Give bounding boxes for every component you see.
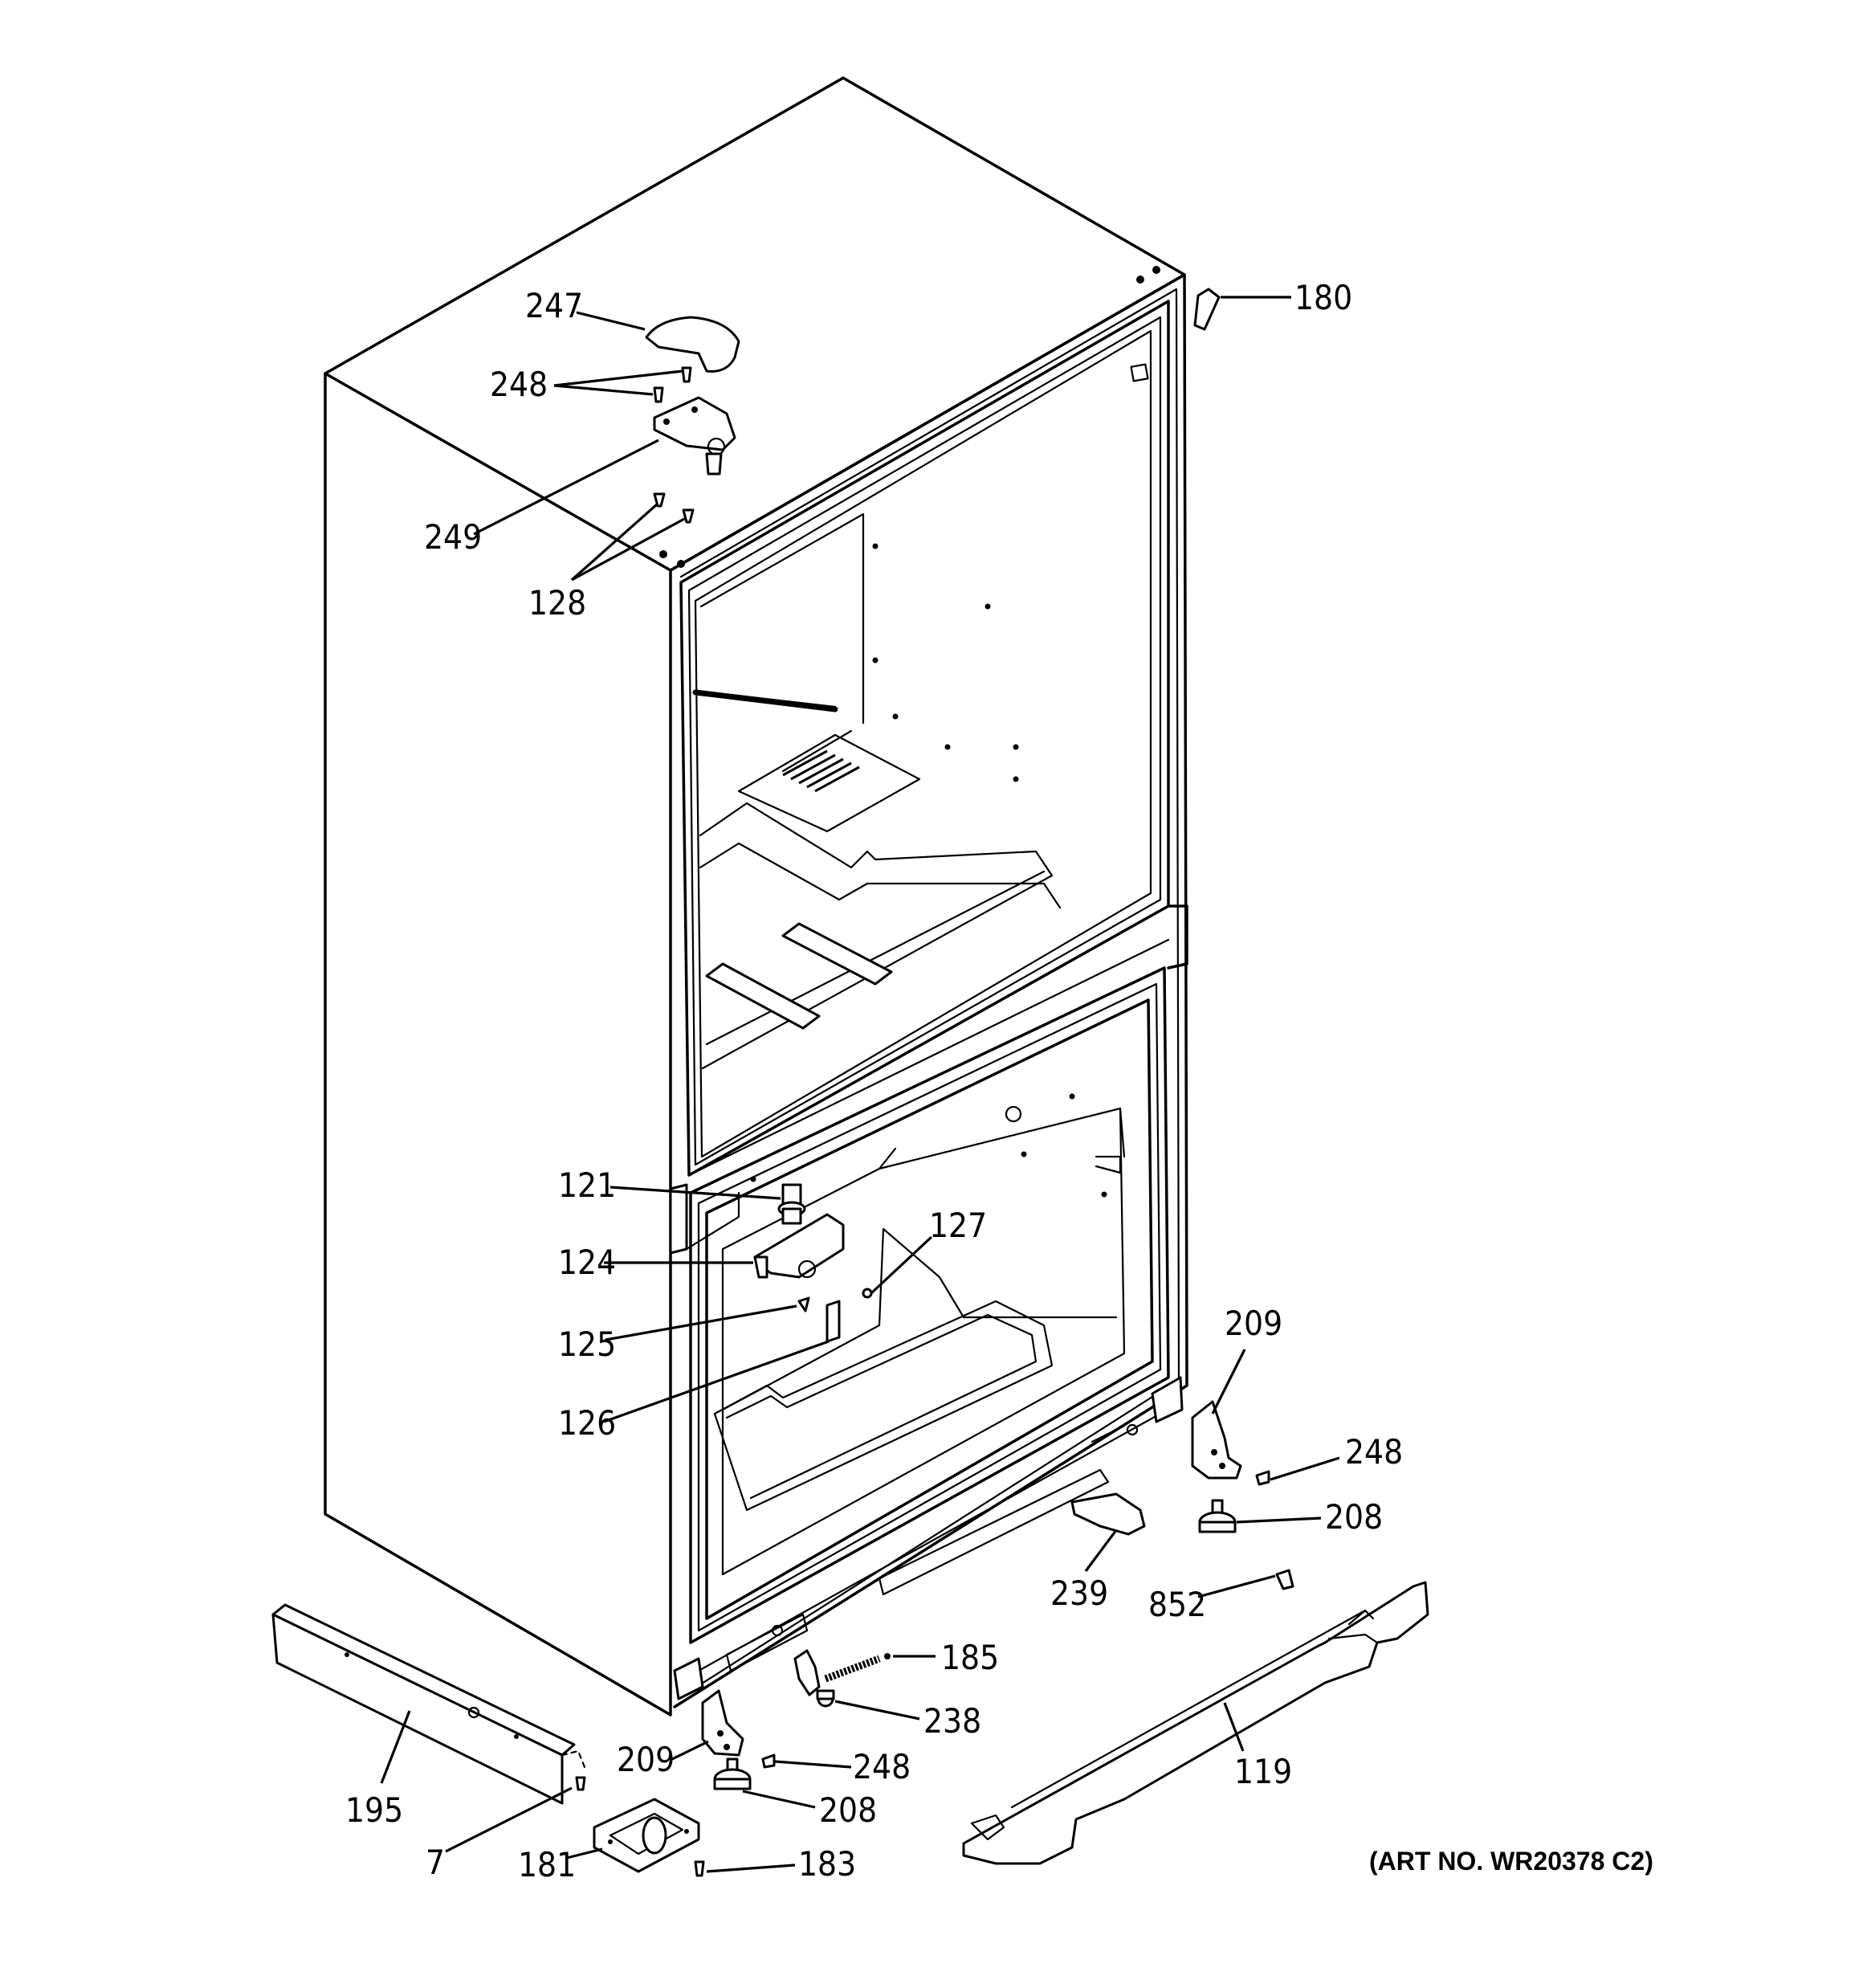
part-labels: 180 247 248 249 128 121 127 124 125 126 … xyxy=(345,278,1653,1884)
label-121: 121 xyxy=(558,1165,616,1205)
door-closer-cam xyxy=(793,1649,835,1708)
grille-screw xyxy=(1275,1569,1294,1590)
roller-screw xyxy=(694,1860,705,1877)
leveling-bracket-right xyxy=(1191,1400,1242,1480)
label-185: 185 xyxy=(941,1638,999,1677)
left-mullion-bracket xyxy=(669,1183,688,1255)
top-hinge xyxy=(653,396,736,476)
label-125: 125 xyxy=(558,1325,616,1364)
roller-assembly xyxy=(593,1798,700,1873)
hinge-screws-lower xyxy=(653,492,695,524)
top-clip xyxy=(1193,288,1221,331)
label-180: 180 xyxy=(1294,278,1352,317)
label-248-right: 248 xyxy=(1345,1432,1403,1472)
center-mullion xyxy=(1167,904,1188,970)
center-hinge xyxy=(753,1213,845,1279)
cabinet xyxy=(324,76,1188,1717)
label-195: 195 xyxy=(345,1790,403,1830)
label-208-right: 208 xyxy=(1325,1497,1383,1537)
label-128: 128 xyxy=(528,583,586,623)
hinge-screws-top xyxy=(653,366,692,403)
hinge-stop xyxy=(826,1300,841,1343)
hinge-cover xyxy=(645,316,740,373)
label-209-right: 209 xyxy=(1225,1304,1282,1343)
label-183: 183 xyxy=(798,1844,856,1884)
label-126: 126 xyxy=(558,1403,616,1443)
label-249: 249 xyxy=(424,517,482,557)
center-hinge-screw xyxy=(797,1296,810,1312)
art-number: (ART NO. WR20378 C2) xyxy=(1369,1847,1653,1876)
label-7: 7 xyxy=(426,1843,445,1882)
label-119: 119 xyxy=(1234,1752,1292,1791)
bracket-screw-left xyxy=(761,1753,776,1769)
label-239: 239 xyxy=(1050,1574,1108,1613)
label-209-left: 209 xyxy=(617,1740,675,1779)
leveling-leg-right xyxy=(1198,1499,1237,1533)
freezer-compartment xyxy=(673,966,1184,1700)
door-closer-spring xyxy=(824,1653,891,1683)
panel-screw xyxy=(575,1776,586,1791)
label-181: 181 xyxy=(518,1845,576,1884)
label-247: 247 xyxy=(525,286,583,325)
label-248-top: 248 xyxy=(490,365,548,404)
label-124: 124 xyxy=(558,1243,616,1282)
bracket-screw-right xyxy=(1255,1470,1270,1486)
label-238: 238 xyxy=(923,1701,981,1741)
label-208-left: 208 xyxy=(819,1790,877,1830)
label-127: 127 xyxy=(929,1206,987,1245)
hole-plug xyxy=(862,1288,873,1299)
toe-grille xyxy=(962,1581,1429,1865)
leveling-bracket-left xyxy=(701,1689,744,1757)
leader-lines xyxy=(380,296,1340,1873)
leveling-leg-left xyxy=(713,1757,752,1790)
label-852: 852 xyxy=(1148,1585,1206,1624)
toe-grille-clip xyxy=(1070,1492,1146,1536)
center-hinge-pin xyxy=(777,1183,806,1225)
fresh-food-compartment xyxy=(679,300,1170,1177)
label-248-left: 248 xyxy=(853,1747,911,1786)
access-panel xyxy=(271,1603,586,1805)
